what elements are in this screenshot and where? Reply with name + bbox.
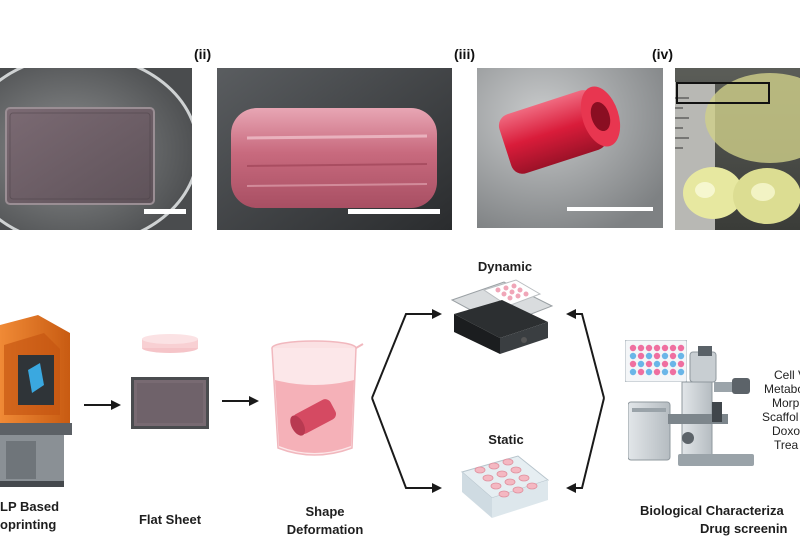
photo-pink-gel-roll [217,68,452,230]
static-well-plate-illustration [458,454,550,526]
beaker-illustration [268,340,364,460]
list-item: Morp [772,396,800,410]
label-flat-sheet: Flat Sheet [138,512,202,527]
characterization-list: Cell V Metabo Morp Scaffol Doxo Trea [762,368,800,452]
bioprinter-illustration [0,315,72,490]
list-item: Trea [774,438,799,452]
pink-sheet-slab [141,334,199,354]
panel-label-iv: (iv) [652,46,673,62]
scale-bar [144,209,186,214]
label-biological-characterization: Biological Characteriza Drug screenin [640,502,800,538]
panel-label-ii: (ii) [194,46,212,62]
list-item: Scaffol [762,410,799,424]
dynamic-shaker-illustration [444,278,554,356]
scale-bar [348,209,440,214]
photo-red-tube [477,68,663,228]
scale-bar [567,207,653,211]
list-item: Doxo [772,424,800,438]
label-static: Static [488,432,524,447]
list-item: Metabo [764,382,800,396]
label-shape-line2: Deformation [286,522,364,537]
panel-label-iii: (iii) [454,46,475,62]
arrow-from-bio-to-static [566,397,605,493]
label-bio-line1: Biological Characteriza [640,503,784,518]
microplate-reader-illustration [624,339,688,383]
flat-sheet-photo [131,377,209,429]
photo-yellow-tubes [675,68,800,230]
list-item: Cell V [774,368,800,382]
label-shape-line1: Shape [305,504,345,519]
label-bioprinting: LP Based oprinting [0,498,70,534]
label-bioprinting-line2: oprinting [0,517,57,532]
arrow-to-dynamic [371,309,442,399]
arrow-to-static [371,397,442,493]
arrow-from-bio-to-dynamic [566,309,605,399]
label-bioprinting-line1: LP Based [0,499,60,514]
label-dynamic: Dynamic [477,259,533,274]
photo-flat-sheet-dish [0,68,192,230]
label-bio-line2: Drug screenin [700,521,788,536]
label-shape-deformation: Shape Deformation [275,503,375,539]
microscope-illustration [627,342,758,472]
